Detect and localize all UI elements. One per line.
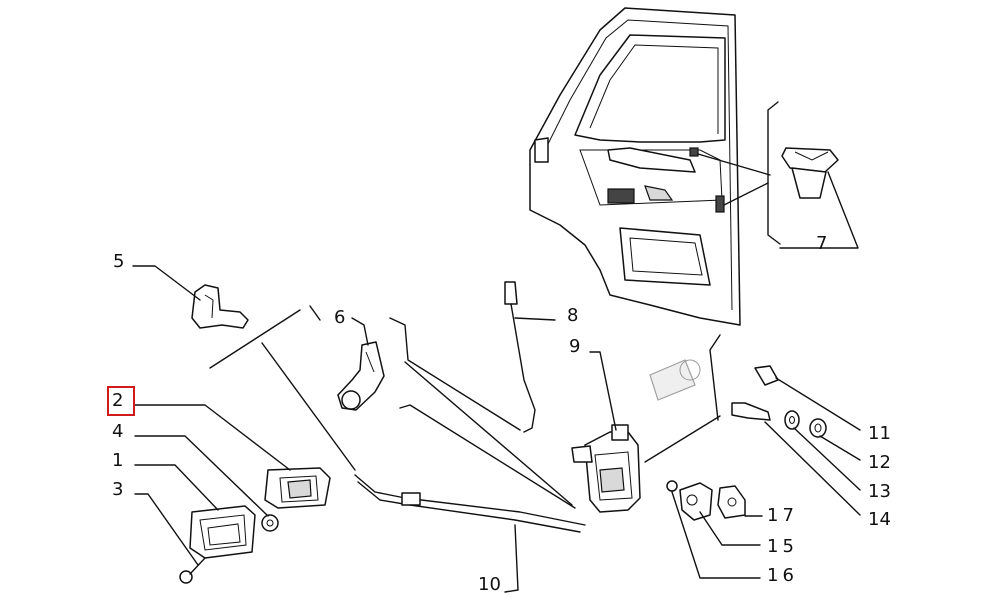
callout-6[interactable]: 6 — [334, 307, 346, 328]
part-4-illustration — [134, 435, 279, 532]
callout-11[interactable]: 11 — [868, 423, 891, 444]
part-10-illustration — [209, 305, 586, 593]
part-2-illustration — [134, 404, 331, 509]
callout-10[interactable]: 10 — [478, 574, 501, 595]
callout-9[interactable]: 9 — [569, 336, 581, 357]
callout-12[interactable]: 12 — [868, 452, 891, 473]
part-7-illustration — [767, 101, 859, 249]
part-6-illustration — [337, 317, 385, 411]
part-1-illustration — [134, 464, 256, 559]
part-5-illustration — [132, 265, 249, 329]
part-12-illustration — [809, 418, 861, 461]
callout-7[interactable]: 7 — [816, 233, 828, 254]
callout-3[interactable]: 3 — [112, 479, 124, 500]
callout-13[interactable]: 13 — [868, 481, 891, 502]
callout-17[interactable]: 17 — [767, 505, 798, 526]
callout-4[interactable]: 4 — [112, 421, 124, 442]
highlight-box — [107, 386, 135, 416]
callout-14[interactable]: 14 — [868, 509, 891, 530]
callout-2[interactable]: 2 — [112, 390, 124, 411]
part-8-illustration — [504, 281, 556, 433]
part-17-illustration — [717, 485, 763, 519]
part-13-illustration — [784, 410, 861, 491]
part-16-illustration — [666, 480, 761, 579]
part-15-illustration — [679, 482, 761, 546]
callout-15[interactable]: 15 — [767, 536, 798, 557]
callout-1[interactable]: 1 — [112, 450, 124, 471]
callout-5[interactable]: 5 — [113, 251, 125, 272]
part-9-illustration — [571, 334, 721, 513]
part-11-illustration — [754, 365, 861, 431]
callout-16[interactable]: 16 — [767, 565, 798, 586]
callout-8[interactable]: 8 — [567, 305, 579, 326]
part-14-illustration — [731, 402, 861, 516]
part-3-illustration — [134, 493, 206, 584]
door-panel-illustration — [529, 7, 771, 326]
